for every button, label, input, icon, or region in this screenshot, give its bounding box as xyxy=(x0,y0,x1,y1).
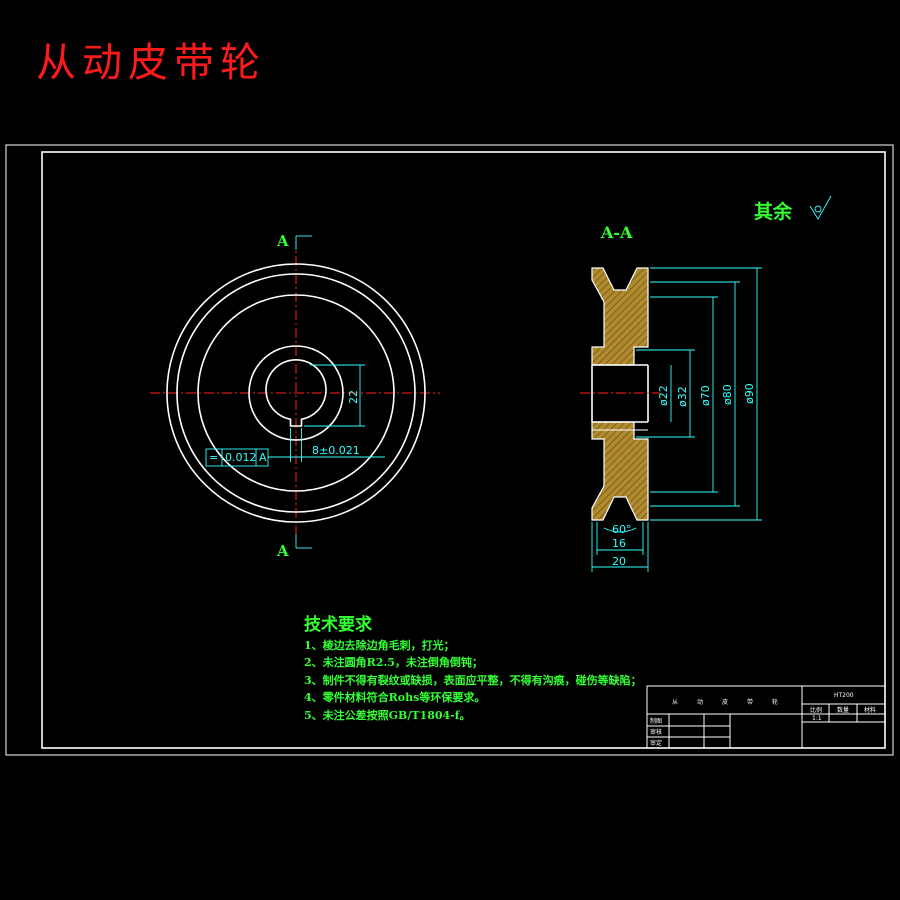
tb-name-2: 动 xyxy=(697,699,703,706)
section-marker-bottom: A xyxy=(276,542,289,560)
tb-material: HT200 xyxy=(834,692,854,699)
tolerance-value: 0.012 xyxy=(225,451,257,464)
outer-frame xyxy=(5,144,894,756)
dim-d32-text: ø32 xyxy=(676,386,689,407)
tb-row-approve: 审定 xyxy=(650,739,662,747)
rim-inner-circle xyxy=(197,294,395,492)
section-view: A-A ø90 ø80 ø70 ø32 ø22 xyxy=(580,223,762,572)
title-block: 从 动 皮 带 轮 HT200 比例 数量 材料 1:1 制图 审核 审定 xyxy=(646,685,886,749)
rim-outer-circle xyxy=(166,263,426,523)
section-hatch-lower xyxy=(591,421,649,521)
dim-angle-text: 60° xyxy=(612,523,632,536)
tech-requirements: 技术要求 1、棱边去除边角毛刺，打光； 2、未注圆角R2.5，未注倒角倒钝； 3… xyxy=(304,614,642,722)
dim-d90-text: ø90 xyxy=(743,383,756,404)
tb-name-5: 轮 xyxy=(772,698,778,706)
tb-header-qty: 数量 xyxy=(837,706,849,714)
dim-d22-text: ø22 xyxy=(657,385,670,406)
tolerance-frame xyxy=(205,448,269,467)
page-title: 从动皮带轮 xyxy=(36,40,266,86)
section-view-label: A-A xyxy=(600,223,633,242)
dim-angle-arc xyxy=(603,527,637,533)
hub-circle xyxy=(248,345,344,441)
tolerance-symbol: = xyxy=(209,451,218,464)
dim8-text: 8±0.021 xyxy=(312,444,360,457)
tb-name-1: 从 xyxy=(672,699,678,706)
tb-name-4: 带 xyxy=(747,698,753,706)
tech-item-5: 5、未注公差按照GB/T1804-f。 xyxy=(304,708,470,722)
dim-groove-text: 16 xyxy=(612,537,626,550)
dim-d80-text: ø80 xyxy=(721,384,734,405)
tech-item-3: 3、制件不得有裂纹或缺损，表面应平整，不得有沟痕，碰伤等缺陷； xyxy=(304,673,642,687)
tolerance-datum: A xyxy=(259,451,267,464)
dim22-text: 22 xyxy=(347,390,360,404)
dim-width-text: 20 xyxy=(612,555,626,568)
tb-row-check: 审核 xyxy=(650,728,662,736)
front-view: 22 8±0.021 = 0.012 A A A xyxy=(150,232,440,560)
tb-header-scale: 比例 xyxy=(810,706,822,714)
tb-scale-value: 1:1 xyxy=(812,715,822,722)
tb-header-material: 材料 xyxy=(864,706,876,714)
tech-item-2: 2、未注圆角R2.5，未注倒角倒钝； xyxy=(304,655,483,669)
roughness-circle-icon xyxy=(814,205,822,213)
section-hatch-upper xyxy=(591,267,649,366)
tb-row-draw: 制图 xyxy=(650,717,662,725)
tb-name-3: 皮 xyxy=(722,698,728,706)
bore-keyway xyxy=(265,359,327,427)
rim-groove-circle xyxy=(176,273,416,513)
dim-d70-text: ø70 xyxy=(699,385,712,406)
roughness-symbol-icon xyxy=(809,195,832,220)
tech-item-1: 1、棱边去除边角毛刺，打光； xyxy=(304,638,455,652)
section-marker-top: A xyxy=(276,232,289,250)
tech-heading: 技术要求 xyxy=(304,614,372,635)
inner-frame xyxy=(41,151,886,749)
roughness-note: 其余 xyxy=(754,200,793,223)
tech-item-4: 4、零件材料符合Rohs等环保要求。 xyxy=(304,690,485,704)
